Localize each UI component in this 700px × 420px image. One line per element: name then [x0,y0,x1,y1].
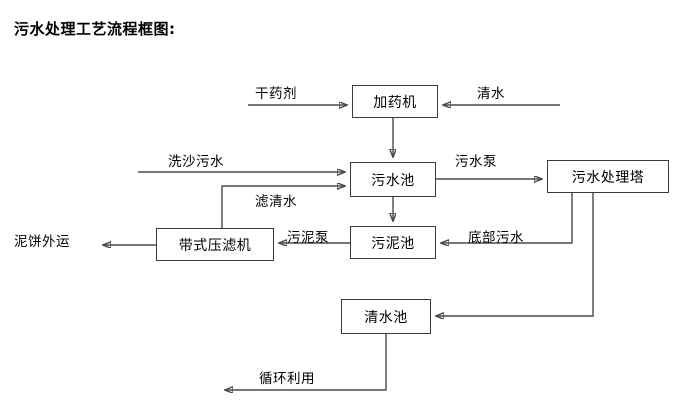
edge-label-bottom-sewage: 底部污水 [468,230,524,246]
edge-label-sand-wash-sewage: 洗沙污水 [168,154,224,170]
edge-label-clean-water-in: 清水 [477,86,505,102]
edge-treatment-tower-to-sludge-pool [441,193,573,243]
node-label: 污水池 [371,172,415,189]
edge-filtered-water-to-sewage-pool [221,186,345,228]
node-treatment-tower[interactable]: 污水处理塔 [547,160,669,193]
node-sludge-pool[interactable]: 污泥池 [350,226,436,259]
node-label: 清水池 [364,309,408,326]
page-title: 污水处理工艺流程框图: [14,20,176,38]
node-label: 污水处理塔 [571,169,645,186]
node-dosing-machine[interactable]: 加药机 [352,85,438,118]
terminal-label-mud-cake-out: 泥饼外运 [14,234,70,250]
edge-treatment-tower-to-clear-water-pool [436,193,594,316]
node-label: 带式压滤机 [178,237,252,254]
edge-label-filtered-clear-water: 滤清水 [255,194,297,210]
edge-label-dry-reagent: 干药剂 [255,86,297,102]
edge-label-recycle-use: 循环利用 [259,371,315,387]
edge-label-sludge-pump: 污泥泵 [287,230,329,246]
node-label: 加药机 [373,94,417,111]
edge-label-sewage-pump: 污水泵 [455,154,497,170]
node-sewage-pool[interactable]: 污水池 [350,162,436,197]
node-clear-water-pool[interactable]: 清水池 [341,299,431,334]
node-label: 污泥池 [371,235,415,252]
edge-clear-water-pool-to-recycle-use [225,334,387,390]
node-belt-filter-press[interactable]: 带式压滤机 [156,228,274,261]
